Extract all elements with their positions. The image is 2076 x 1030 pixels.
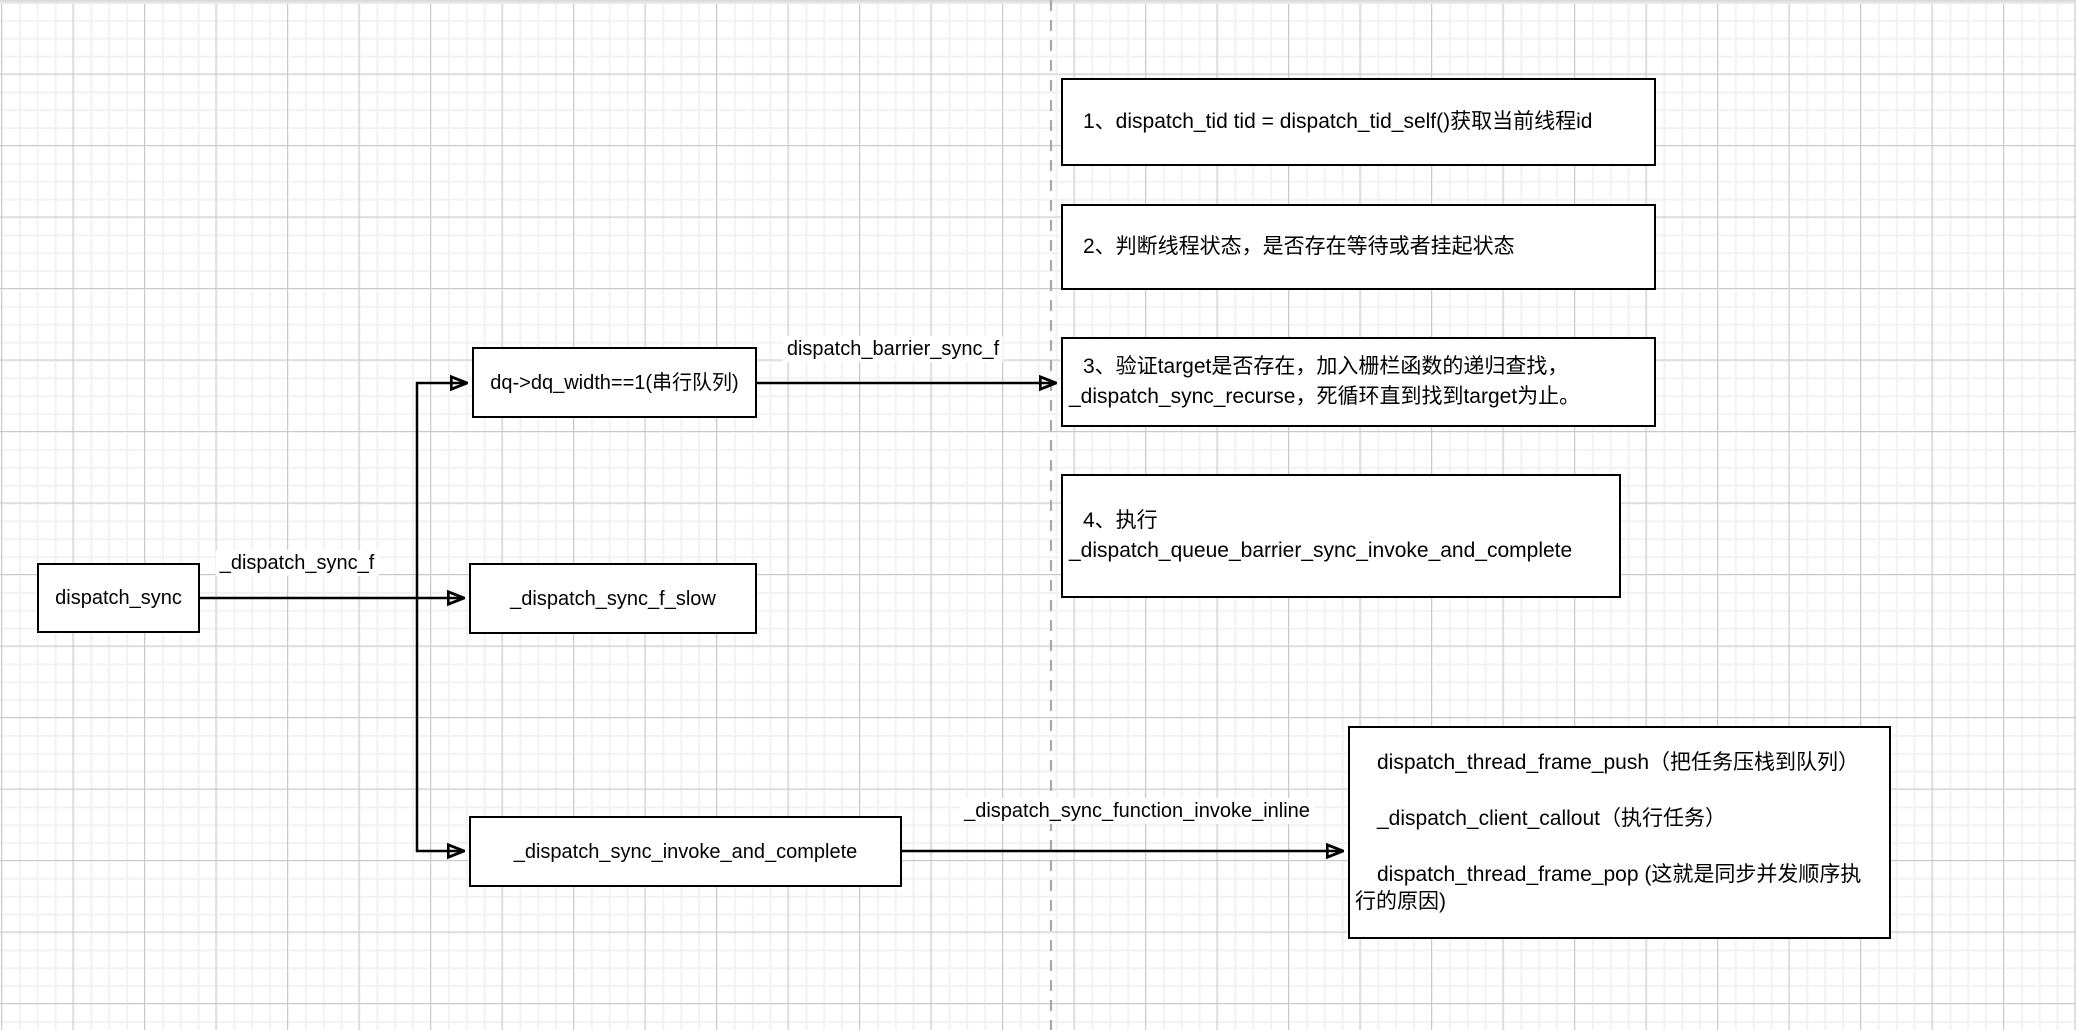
node-dispatch-sync[interactable]: dispatch_sync xyxy=(37,563,200,633)
note-step-1[interactable]: 1、dispatch_tid tid = dispatch_tid_self()… xyxy=(1061,78,1656,166)
note-step-2[interactable]: 2、判断线程状态，是否存在等待或者挂起状态 xyxy=(1061,204,1656,290)
edge-label-function-invoke-inline[interactable]: _dispatch_sync_function_invoke_inline xyxy=(960,798,1314,824)
note-text-line2: _dispatch_sync_recurse，死循环直到找到target为止。 xyxy=(1069,385,1581,408)
callout-line-callout: _dispatch_client_callout（执行任务） xyxy=(1377,807,1726,830)
note-text: 1、dispatch_tid tid = dispatch_tid_self()… xyxy=(1083,110,1593,133)
callout-thread-frame-box[interactable]: dispatch_thread_frame_push（把任务压栈到队列） _di… xyxy=(1348,726,1891,939)
node-label: _dispatch_sync_f_slow xyxy=(510,587,716,610)
node-invoke-and-complete[interactable]: _dispatch_sync_invoke_and_complete xyxy=(469,816,902,887)
edge-to-invoke-complete[interactable] xyxy=(415,598,464,851)
note-step-3[interactable]: 3、验证target是否存在，加入栅栏函数的递归查找， _dispatch_sy… xyxy=(1061,337,1656,427)
note-text: 2、判断线程状态，是否存在等待或者挂起状态 xyxy=(1083,235,1515,258)
note-step-4[interactable]: 4、执行 _dispatch_queue_barrier_sync_invoke… xyxy=(1061,474,1621,598)
note-text-line1: 3、验证target是否存在，加入栅栏函数的递归查找， xyxy=(1083,355,1569,378)
callout-line-push: dispatch_thread_frame_push（把任务压栈到队列） xyxy=(1377,751,1860,774)
note-text-line2: _dispatch_queue_barrier_sync_invoke_and_… xyxy=(1069,539,1573,562)
callout-line-pop: dispatch_thread_frame_pop (这就是同步并发顺序执行的原… xyxy=(1355,863,1862,913)
node-sync-f-slow[interactable]: _dispatch_sync_f_slow xyxy=(469,563,757,634)
node-label: dispatch_sync xyxy=(55,587,182,609)
node-label: dq->dq_width==1(串行队列) xyxy=(490,371,739,394)
edge-label-barrier-sync-f[interactable]: dispatch_barrier_sync_f xyxy=(782,336,1004,362)
edge-label-sync-f[interactable]: _dispatch_sync_f xyxy=(215,550,379,576)
window-top-edge xyxy=(0,0,2076,4)
node-dq-width[interactable]: dq->dq_width==1(串行队列) xyxy=(472,347,757,418)
note-text-line1: 4、执行 xyxy=(1083,509,1158,532)
node-label: _dispatch_sync_invoke_and_complete xyxy=(513,840,858,863)
edge-to-dq-width[interactable] xyxy=(415,383,467,598)
